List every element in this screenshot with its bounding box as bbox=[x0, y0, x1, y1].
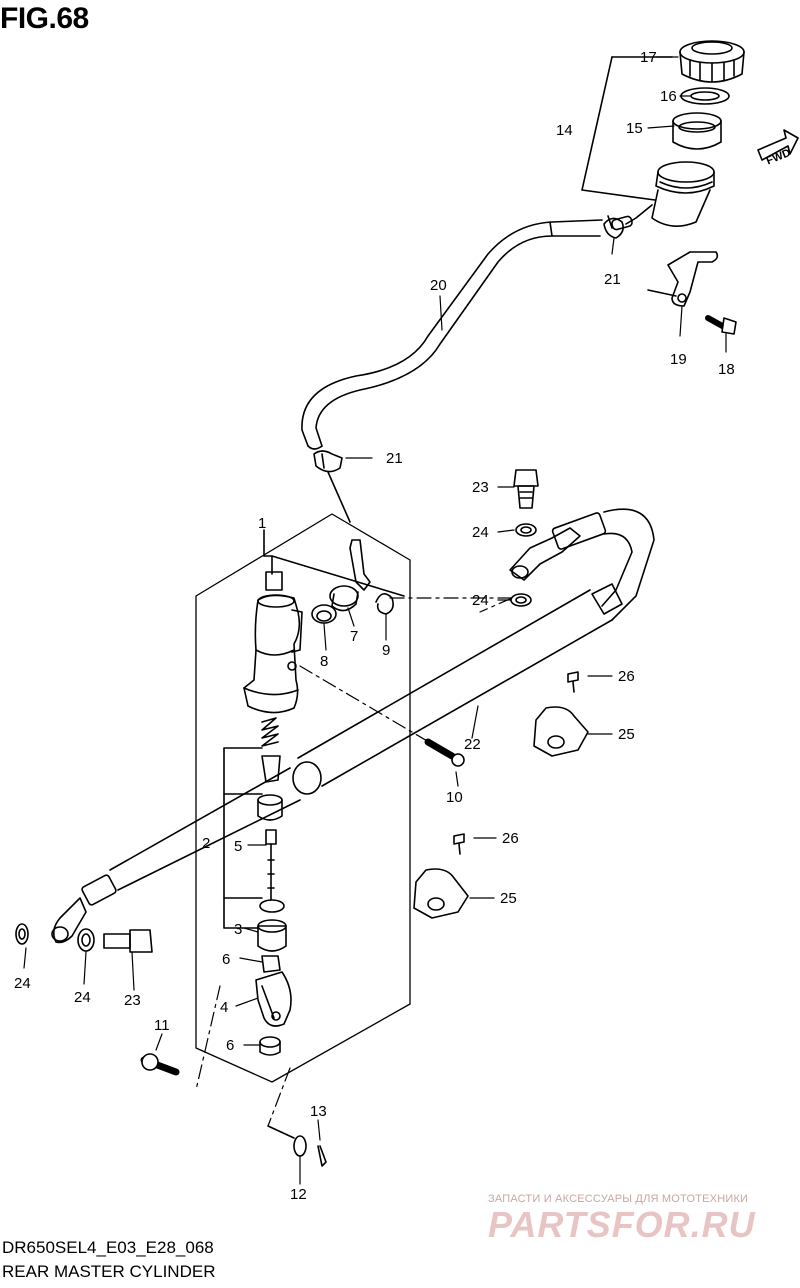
callout-11: 11 bbox=[154, 1017, 170, 1034]
lock-nut-upper bbox=[261, 955, 281, 973]
callout-2: 2 bbox=[202, 835, 210, 852]
sealing-washer-lower-2 bbox=[77, 928, 95, 952]
callout-15: 15 bbox=[626, 120, 643, 137]
callout-25b: 25 bbox=[500, 890, 517, 907]
callout-20: 20 bbox=[430, 277, 447, 294]
callout-16: 16 bbox=[660, 88, 677, 105]
clamp-screw-upper bbox=[567, 671, 579, 693]
callout-23a: 23 bbox=[472, 479, 489, 496]
callout-10: 10 bbox=[446, 789, 463, 806]
callout-12: 12 bbox=[290, 1186, 307, 1203]
callout-3: 3 bbox=[234, 921, 242, 938]
diagram-code: DR650SEL4_E03_E28_068 bbox=[2, 1238, 214, 1257]
cotter-pin bbox=[317, 1145, 327, 1167]
callout-14: 14 bbox=[556, 122, 573, 139]
hose-clip-upper bbox=[603, 215, 624, 239]
callout-24d: 24 bbox=[74, 989, 91, 1006]
piston-set bbox=[257, 755, 287, 952]
piston-spring bbox=[261, 717, 279, 747]
master-cylinder-body bbox=[243, 571, 303, 714]
reservoir-cap bbox=[679, 40, 745, 83]
sealing-washer-upper-1 bbox=[515, 523, 537, 537]
banjo-bolt-upper bbox=[513, 469, 539, 509]
assembly-outline bbox=[195, 513, 411, 1083]
reservoir-bracket bbox=[667, 251, 719, 307]
bracket-bolt bbox=[705, 315, 737, 335]
callout-24c: 24 bbox=[14, 975, 31, 992]
callout-7: 7 bbox=[350, 628, 358, 645]
hose-clamp-upper bbox=[533, 706, 589, 757]
callout-21b: 21 bbox=[386, 450, 403, 467]
reservoir-hose bbox=[301, 219, 603, 450]
callout-5: 5 bbox=[234, 838, 242, 855]
callout-17: 17 bbox=[640, 49, 657, 66]
fwd-label: FWD bbox=[765, 147, 793, 168]
callout-26a: 26 bbox=[618, 668, 635, 685]
reservoir-assembly bbox=[581, 40, 745, 335]
inlet-fitting bbox=[329, 539, 371, 612]
callout-22: 22 bbox=[464, 736, 481, 753]
fwd-arrow-icon: FWD bbox=[757, 129, 799, 168]
reservoir-body bbox=[611, 161, 715, 231]
callout-23b: 23 bbox=[124, 992, 141, 1009]
banjo-bolt-lower bbox=[103, 929, 153, 953]
callout-25a: 25 bbox=[618, 726, 635, 743]
callout-21a: 21 bbox=[604, 271, 621, 288]
callout-26b: 26 bbox=[502, 830, 519, 847]
callout-24a: 24 bbox=[472, 524, 489, 541]
figure-title: FIG.68 bbox=[0, 2, 89, 35]
circlip bbox=[375, 593, 394, 615]
diaphragm bbox=[672, 112, 722, 150]
washer-12 bbox=[293, 1135, 307, 1157]
sealing-washer-upper-2 bbox=[510, 593, 532, 607]
callout-18: 18 bbox=[718, 361, 735, 378]
diagram-subtitle: REAR MASTER CYLINDER bbox=[2, 1262, 216, 1281]
callout-6a: 6 bbox=[222, 951, 230, 968]
watermark-tagline: ЗАПАСТИ И АКСЕССУАРЫ ДЛЯ МОТОТЕХНИКИ bbox=[488, 1193, 749, 1205]
callout-9: 9 bbox=[382, 642, 390, 659]
callout-6b: 6 bbox=[226, 1037, 234, 1054]
clevis-pin bbox=[140, 1053, 180, 1076]
callout-24b: 24 bbox=[472, 592, 489, 609]
callout-4: 4 bbox=[220, 999, 228, 1016]
union-bolt bbox=[424, 738, 465, 767]
hose-clamp-lower bbox=[413, 868, 469, 919]
clevis bbox=[255, 971, 292, 1027]
callout-1: 1 bbox=[258, 515, 266, 532]
watermark-logo: PARTSFOR.RU bbox=[488, 1204, 756, 1245]
sealing-washer-lower-1 bbox=[15, 923, 29, 945]
callout-19: 19 bbox=[670, 351, 687, 368]
hose-clip-lower bbox=[313, 450, 343, 473]
brake-hose bbox=[51, 508, 655, 944]
callout-8: 8 bbox=[320, 653, 328, 670]
clamp-screw-lower bbox=[453, 833, 465, 855]
callout-13: 13 bbox=[310, 1103, 327, 1120]
leader-lines bbox=[23, 56, 727, 1185]
callout-labels: 17 16 15 14 21 20 19 18 21 23 24 24 1 7 … bbox=[14, 49, 735, 1203]
o-ring bbox=[311, 604, 337, 624]
lock-nut-lower bbox=[259, 1036, 281, 1056]
